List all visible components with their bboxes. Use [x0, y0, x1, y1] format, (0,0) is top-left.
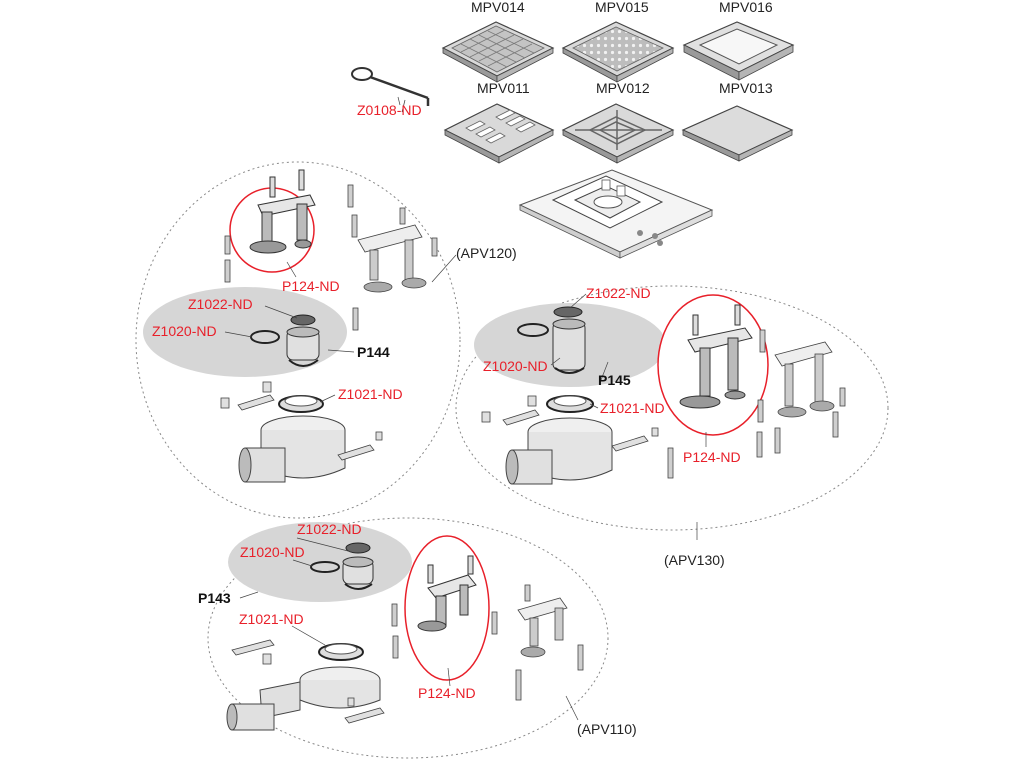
grate-label-mpv013: MPV013	[719, 80, 773, 96]
apv110-feet-label: P124-ND	[418, 685, 476, 701]
tool-label: Z0108-ND	[357, 102, 422, 118]
grate-mpv013	[681, 105, 794, 162]
apv120-seal-large-label: Z1021-ND	[338, 386, 403, 402]
grate-mpv012	[561, 103, 675, 164]
apv130-group-label: (APV130)	[664, 552, 725, 568]
grate-label-mpv011: MPV011	[477, 80, 530, 96]
apv130-seal-ring-label: Z1020-ND	[483, 358, 548, 374]
grate-mpv011	[443, 103, 555, 164]
apv120-region	[135, 161, 461, 519]
lifting-hook-tool	[351, 67, 430, 113]
apv130-region	[455, 285, 889, 531]
apv120-seal-ring-label: Z1020-ND	[152, 323, 217, 339]
apv130-seal-small-label: Z1022-ND	[586, 285, 651, 301]
apv120-seal-small-label: Z1022-ND	[188, 296, 253, 312]
apv110-seal-large-label: Z1021-ND	[239, 611, 304, 627]
grate-label-mpv016: MPV016	[719, 0, 773, 15]
apv110-group-label: (APV110)	[577, 721, 637, 737]
grate-label-mpv012: MPV012	[596, 80, 650, 96]
apv130-seal-large-label: Z1021-ND	[600, 400, 665, 416]
apv110-seal-ring-label: Z1020-ND	[240, 544, 305, 560]
apv120-group-label: (APV120)	[456, 245, 517, 261]
apv110-region	[207, 517, 609, 759]
apv110-seal-small-label: Z1022-ND	[297, 521, 362, 537]
grate-mpv014	[441, 21, 555, 83]
grate-label-mpv015: MPV015	[595, 0, 649, 15]
grate-mpv016	[682, 21, 795, 81]
apv120-set-label: P144	[357, 344, 390, 360]
leader-lines	[224, 96, 707, 721]
apv110-set-label: P143	[198, 590, 231, 606]
apv130-feet-label: P124-ND	[683, 449, 741, 465]
installation-frame	[518, 169, 714, 259]
grate-label-mpv014: MPV014	[471, 0, 525, 15]
apv130-set-label: P145	[598, 372, 631, 388]
apv120-feet-label: P124-ND	[282, 278, 340, 294]
grate-mpv015	[561, 21, 675, 83]
